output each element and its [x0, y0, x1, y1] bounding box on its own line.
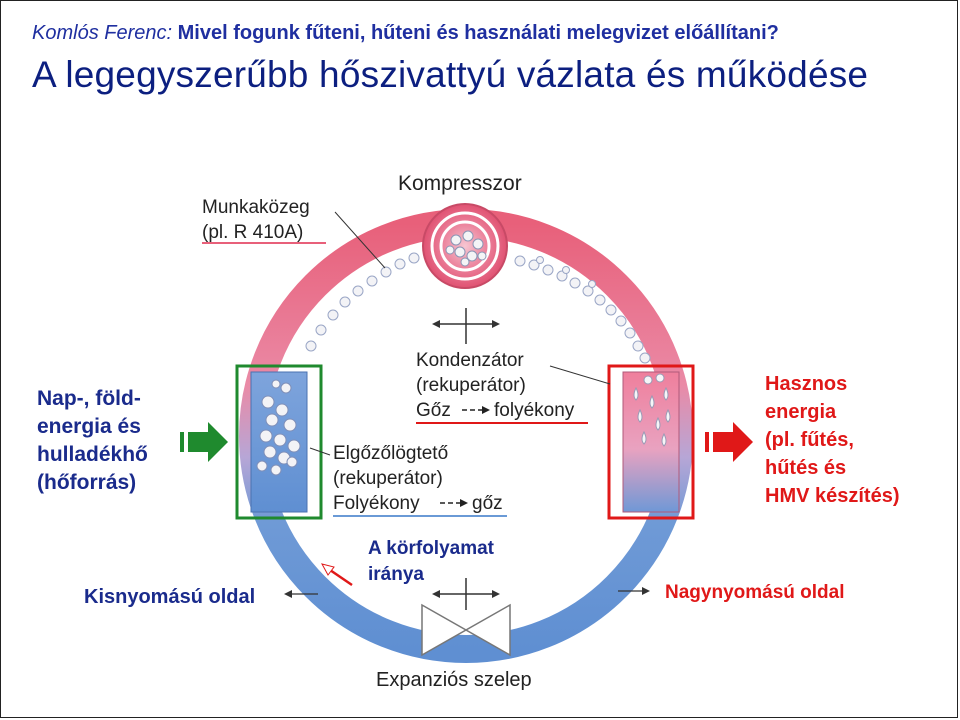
- heat-input-arrow-icon: [180, 422, 228, 462]
- flow-direction-arrow-icon: [321, 563, 353, 587]
- evaporator-label-line1: Elgőzőlögtető: [333, 443, 448, 464]
- header-separator: :: [166, 22, 178, 44]
- low-pressure-label: Kisnyomású oldal: [84, 586, 255, 608]
- condenser-label-line1: Kondenzátor: [416, 350, 524, 371]
- condenser-phase-arrowhead-icon: [482, 406, 490, 414]
- direction-label-line1: A körfolyamat: [368, 538, 495, 559]
- source-label-line1: Nap-, föld-: [37, 387, 141, 410]
- condenser-label-underline: [416, 422, 588, 424]
- evaporator-label-line3-a: Folyékony: [333, 493, 420, 514]
- medium-leader-line: [334, 211, 386, 269]
- evaporator-label-line3-b: gőz: [472, 493, 503, 514]
- condenser-leader-line: [549, 365, 611, 385]
- heat-output-arrow-icon: [705, 422, 753, 462]
- high-pressure-arrow-icon: [618, 587, 650, 595]
- vapor-bubbles: [305, 252, 651, 364]
- page-title: A legegyszerűbb hőszivattyú vázlata és m…: [32, 54, 869, 95]
- condenser: [607, 364, 695, 520]
- useful-label-line1: Hasznos: [765, 373, 847, 395]
- compressor-label: Kompresszor: [398, 172, 522, 195]
- expansion-valve-label: Expanziós szelep: [376, 669, 532, 691]
- condenser-label-line2: (rekuperátor): [416, 375, 526, 396]
- useful-label-line5: HMV készítés): [765, 485, 900, 507]
- evaporator-leader-line: [309, 447, 331, 456]
- medium-label-line2: (pl. R 410A): [202, 222, 303, 243]
- high-pressure-label: Nagynyomású oldal: [665, 582, 845, 603]
- useful-label-line4: hűtés és: [765, 457, 846, 479]
- slide-header: Komlós Ferenc: Mivel fogunk fűteni, hűte…: [32, 22, 779, 45]
- condenser-label-line3-b: folyékony: [494, 400, 575, 421]
- useful-label-line3: (pl. fűtés,: [765, 429, 854, 451]
- pressure-divider-top: [432, 308, 500, 344]
- medium-label-underline: [202, 242, 326, 244]
- low-pressure-arrow-icon: [284, 590, 318, 598]
- evaporator: [235, 364, 323, 520]
- medium-label-line1: Munkaközeg: [202, 197, 310, 218]
- direction-label-line2: iránya: [368, 564, 424, 585]
- source-label-line4: (hőforrás): [37, 471, 136, 494]
- evaporator-label-underline: [333, 515, 507, 517]
- useful-label-line2: energia: [765, 401, 837, 423]
- condenser-label-line3-a: Gőz: [416, 400, 451, 421]
- author-name: Komlós Ferenc: [32, 22, 167, 44]
- compressor: [422, 203, 508, 289]
- source-label-line2: energia és: [37, 415, 141, 438]
- expansion-valve: [421, 578, 511, 657]
- evaporator-label-line2: (rekuperátor): [333, 468, 443, 489]
- header-question: Mivel fogunk fűteni, hűteni és használat…: [177, 22, 779, 44]
- evaporator-phase-arrowhead-icon: [460, 499, 468, 507]
- source-label-line3: hulladékhő: [37, 443, 148, 466]
